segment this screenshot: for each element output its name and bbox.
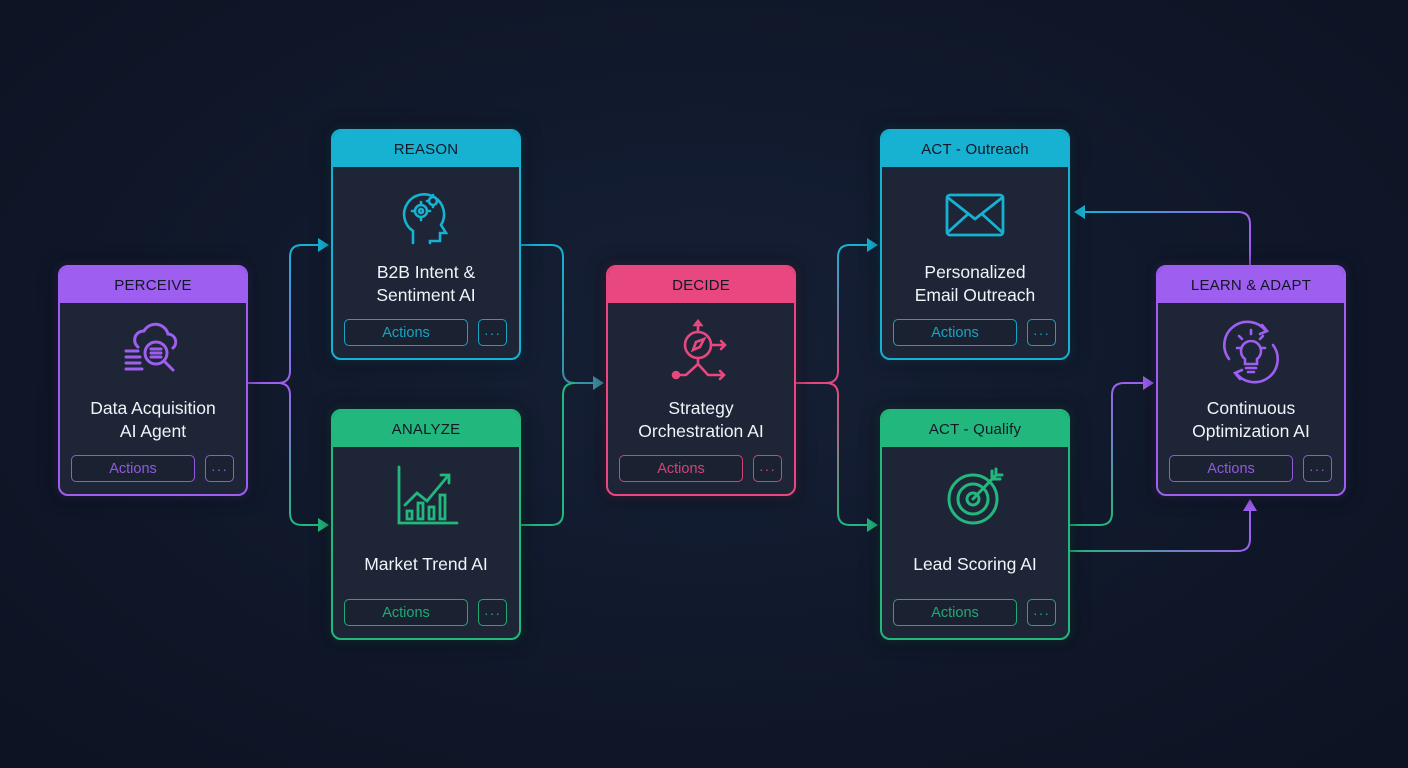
more-options-button[interactable]: ··· bbox=[1027, 599, 1056, 626]
actions-button[interactable]: Actions bbox=[1169, 455, 1293, 482]
actions-button[interactable]: Actions bbox=[893, 319, 1017, 346]
actions-button[interactable]: Actions bbox=[71, 455, 195, 482]
more-options-button[interactable]: ··· bbox=[753, 455, 782, 482]
connector-analyze-decide bbox=[521, 382, 576, 526]
card-header: LEARN & ADAPT bbox=[1158, 267, 1344, 303]
card-act-qualify[interactable]: ACT - Qualify Lead Scoring AI Actions ··… bbox=[880, 409, 1070, 640]
card-header: REASON bbox=[333, 131, 519, 167]
head-gears-icon bbox=[333, 181, 519, 251]
actions-button[interactable]: Actions bbox=[344, 599, 468, 626]
card-header: ANALYZE bbox=[333, 411, 519, 447]
card-title: Lead Scoring AI bbox=[913, 554, 1037, 574]
compass-branch-icon bbox=[608, 317, 794, 387]
card-header: ACT - Outreach bbox=[882, 131, 1068, 167]
target-icon bbox=[882, 461, 1068, 531]
actions-button[interactable]: Actions bbox=[619, 455, 743, 482]
more-options-button[interactable]: ··· bbox=[478, 319, 507, 346]
card-header: DECIDE bbox=[608, 267, 794, 303]
connector-perceive-reason bbox=[248, 244, 320, 384]
card-reason[interactable]: REASON B2B Intent &Sentiment AI Actions … bbox=[331, 129, 521, 360]
connector-decide-outreach bbox=[796, 244, 869, 384]
cloud-search-icon bbox=[60, 317, 246, 387]
card-title: B2B Intent &Sentiment AI bbox=[376, 262, 476, 305]
actions-button[interactable]: Actions bbox=[893, 599, 1017, 626]
arrowheads bbox=[318, 205, 1257, 532]
more-options-button[interactable]: ··· bbox=[478, 599, 507, 626]
more-options-button[interactable]: ··· bbox=[1303, 455, 1332, 482]
lightbulb-cycle-icon bbox=[1158, 317, 1344, 387]
connector-qualify-learn bbox=[1070, 382, 1145, 526]
actions-button[interactable]: Actions bbox=[344, 319, 468, 346]
connector-learn-outreach bbox=[1084, 211, 1251, 265]
envelope-icon bbox=[882, 181, 1068, 251]
connector-qualify-learn-bottom bbox=[1070, 508, 1251, 552]
connector-perceive-analyze bbox=[248, 382, 320, 526]
card-analyze[interactable]: ANALYZE Market Trend AI Actions ··· bbox=[331, 409, 521, 640]
card-header: ACT - Qualify bbox=[882, 411, 1068, 447]
card-title: Market Trend AI bbox=[364, 554, 488, 574]
connector-decide-qualify bbox=[796, 382, 869, 526]
card-header: PERCEIVE bbox=[60, 267, 246, 303]
connector-reason-decide bbox=[521, 244, 595, 384]
more-options-button[interactable]: ··· bbox=[1027, 319, 1056, 346]
chart-trend-icon bbox=[333, 461, 519, 531]
more-options-button[interactable]: ··· bbox=[205, 455, 234, 482]
